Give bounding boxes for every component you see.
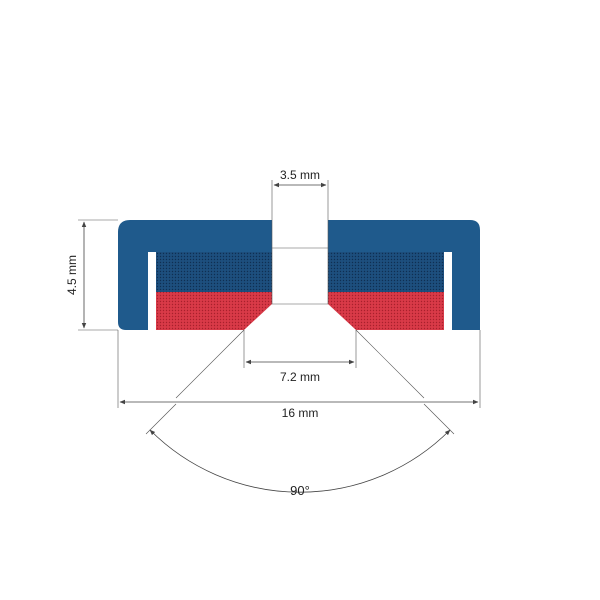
magnet-north-right [328,252,444,292]
countersink-angle-arc [149,429,451,493]
magnet-south-right [328,292,444,330]
steel-cup [118,220,480,330]
outer-diameter-label: 16 mm [282,406,319,420]
magnet-north-left [156,252,272,292]
hole-diameter-label: 3.5 mm [280,168,320,182]
height-label: 4.5 mm [65,255,79,295]
magnet-south-left [156,292,272,330]
countersink-angle-label: 90° [290,483,310,498]
cup-left-slot [148,258,154,330]
cup-right-slot [446,258,452,330]
countersink-diameter-label: 7.2 mm [280,370,320,384]
center-hole [272,220,328,304]
